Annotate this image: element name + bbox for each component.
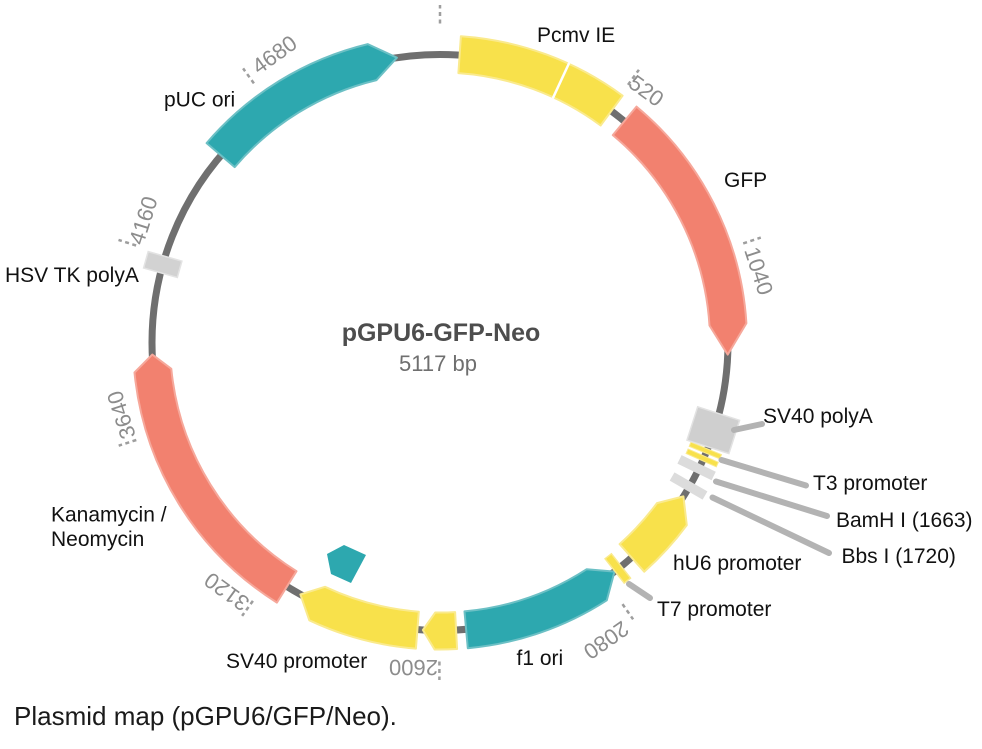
svg-text:T3 promoter: T3 promoter — [813, 472, 927, 495]
svg-text:hU6 promoter: hU6 promoter — [673, 552, 801, 575]
svg-text:T7 promoter: T7 promoter — [657, 598, 771, 621]
svg-text:Pcmv IE: Pcmv IE — [537, 24, 615, 47]
svg-text:2600: 2600 — [389, 655, 438, 680]
svg-text:Bbs I (1720): Bbs I (1720) — [842, 545, 956, 568]
svg-text:Kanamycin /: Kanamycin / — [51, 504, 167, 527]
svg-text:HSV TK polyA: HSV TK polyA — [5, 264, 139, 287]
svg-text:BamH I (1663): BamH I (1663) — [836, 509, 973, 532]
svg-text:5117 bp: 5117 bp — [399, 351, 477, 376]
svg-text:pGPU6-GFP-Neo: pGPU6-GFP-Neo — [342, 319, 541, 347]
svg-text:GFP: GFP — [724, 169, 767, 192]
svg-text:Plasmid map (pGPU6/GFP/Neo).: Plasmid map (pGPU6/GFP/Neo). — [14, 701, 397, 731]
svg-text:pUC ori: pUC ori — [164, 89, 235, 112]
svg-text:SV40 promoter: SV40 promoter — [226, 650, 367, 673]
svg-text:SV40 polyA: SV40 polyA — [763, 405, 873, 428]
svg-text:f1 ori: f1 ori — [517, 647, 564, 670]
svg-text:Neomycin: Neomycin — [51, 528, 144, 551]
